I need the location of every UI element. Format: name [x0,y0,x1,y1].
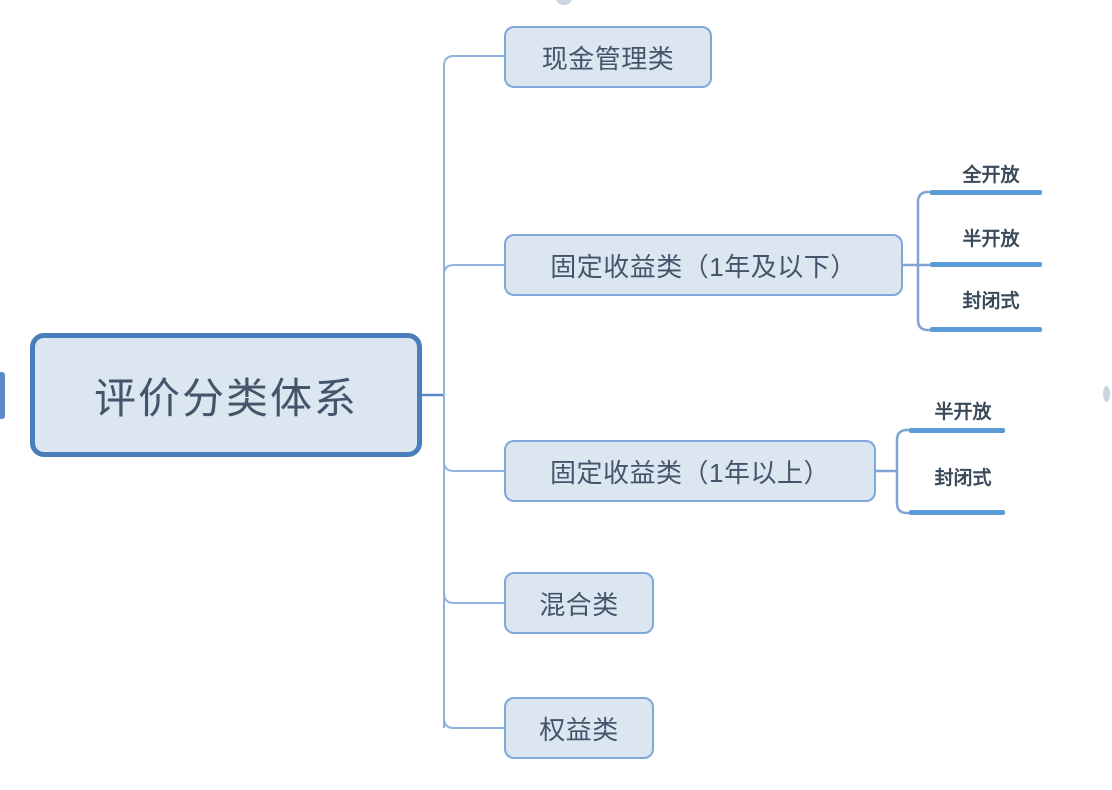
leaf-node-closed-under1y[interactable]: 封闭式 [942,286,1040,316]
leaf-underline-bar [930,262,1042,267]
leaf-node-label: 半开放 [962,229,1020,250]
branch-node-cash-management[interactable]: 现金管理类 [504,26,712,88]
leaf-node-semi-open-over1y[interactable]: 半开放 [921,397,1005,427]
leaf-node-closed-over1y[interactable]: 封闭式 [921,463,1005,493]
branch-node-fixed-income-under-1y[interactable]: 固定收益类（1年及以下） [504,234,903,296]
branch-node-label: 固定收益类（1年及以下） [550,251,857,282]
root-node-label: 评价分类体系 [93,374,358,422]
leaf-node-semi-open-under1y[interactable]: 半开放 [942,224,1040,254]
leaf-node-label: 封闭式 [962,291,1020,312]
branch-node-fixed-income-over-1y[interactable]: 固定收益类（1年以上） [504,440,876,502]
branch-node-label: 权益类 [539,714,619,745]
connector-branch-4 [443,592,504,604]
connector-branch-5 [443,717,504,729]
connector-sub2-leaf-3 [916,319,942,332]
connector-sub3-leaf-2 [895,502,921,515]
branch-node-label: 混合类 [539,589,619,620]
clipped-edge-fragment-top [556,0,572,5]
leaf-node-fully-open-under1y[interactable]: 全开放 [942,160,1040,190]
branch-node-label: 现金管理类 [541,43,675,74]
leaf-node-label: 全开放 [962,165,1020,186]
leaf-underline-bar [909,510,1005,515]
branch-node-label: 固定收益类（1年以上） [550,457,830,488]
connector-branch-2 [443,264,504,276]
branch-node-mixed[interactable]: 混合类 [504,572,654,634]
leaf-underline-bar [909,428,1005,433]
clipped-edge-fragment-left [0,372,5,419]
clipped-edge-fragment-right [1103,386,1110,402]
connector-branch-3 [443,460,504,472]
leaf-node-label: 半开放 [934,402,992,423]
branch-node-equity[interactable]: 权益类 [504,697,654,759]
root-node[interactable]: 评价分类体系 [30,333,422,457]
leaf-underline-bar [930,327,1042,332]
connector-sub3-leaf-1 [895,428,921,441]
leaf-node-label: 封闭式 [934,468,992,489]
connector-branch-1 [443,55,504,76]
leaf-underline-bar [930,190,1042,195]
connector-sub2-leaf-1 [916,190,942,203]
